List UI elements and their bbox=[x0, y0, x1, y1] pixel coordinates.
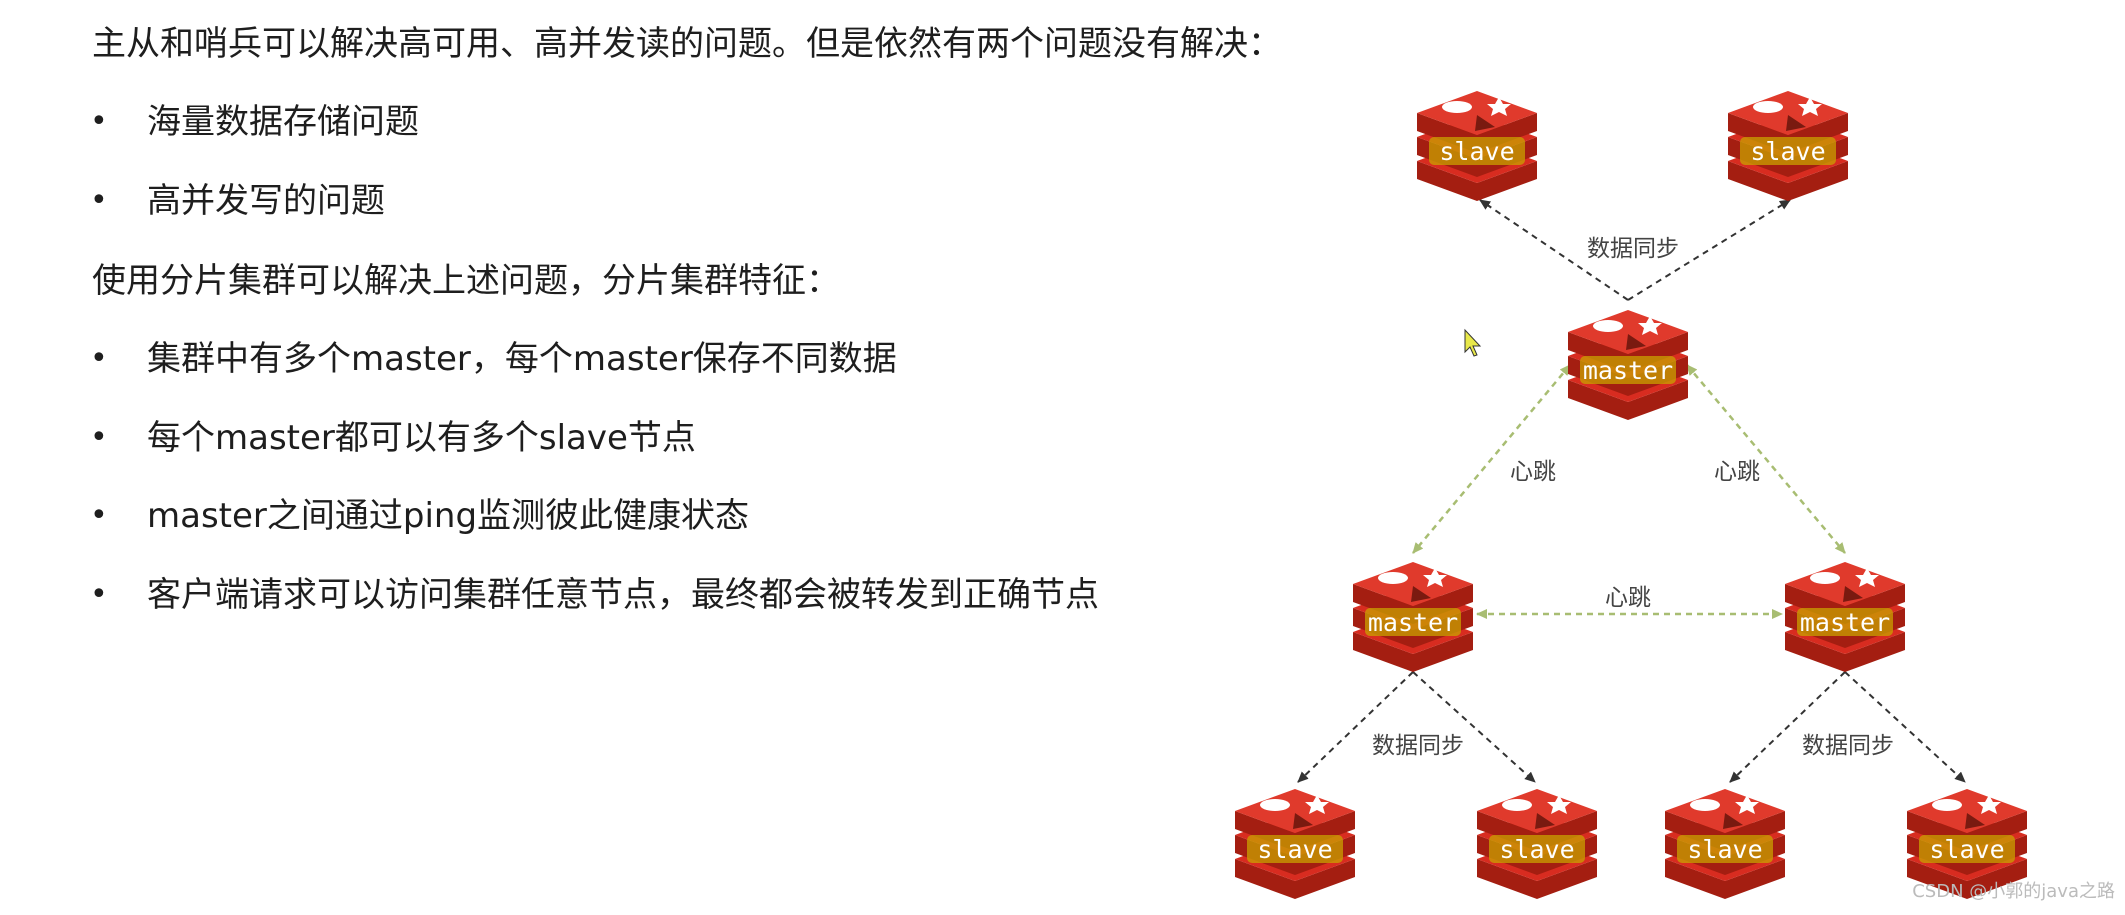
slave-node-bottom-4: slave bbox=[1907, 789, 2027, 899]
sync-edge bbox=[1729, 671, 1846, 783]
node-label: slave bbox=[1750, 137, 1825, 166]
sharding-intro-text: 使用分片集群可以解决上述问题，分片集群特征： bbox=[92, 261, 840, 301]
heartbeat-label: 心跳 bbox=[1605, 585, 1651, 611]
node-label: slave bbox=[1929, 835, 2004, 864]
heartbeat-label: 心跳 bbox=[1510, 459, 1556, 485]
mouse-cursor-icon bbox=[1464, 328, 1482, 357]
feature-item: 客户端请求可以访问集群任意节点，最终都会被转发到正确节点 bbox=[147, 575, 1099, 615]
node-label: slave bbox=[1257, 835, 1332, 864]
bullet-icon: • bbox=[90, 341, 108, 376]
sync-label: 数据同步 bbox=[1372, 733, 1464, 759]
bullet-icon: • bbox=[90, 183, 108, 218]
master-node-bottom-left: master bbox=[1353, 562, 1473, 672]
node-label: slave bbox=[1499, 835, 1574, 864]
sync-edge bbox=[1479, 199, 1629, 301]
node-label: slave bbox=[1439, 137, 1514, 166]
master-node-bottom-right: master bbox=[1785, 562, 1905, 672]
bullet-icon: • bbox=[90, 420, 108, 455]
slave-node-bottom-2: slave bbox=[1477, 789, 1597, 899]
bullet-icon: • bbox=[90, 498, 108, 533]
heartbeat-edge bbox=[1412, 364, 1571, 554]
problem-item: 高并发写的问题 bbox=[147, 181, 385, 221]
slave-node-bottom-1: slave bbox=[1235, 789, 1355, 899]
node-label: slave bbox=[1687, 835, 1762, 864]
master-node-top: master bbox=[1568, 310, 1688, 420]
sync-edge bbox=[1412, 671, 1536, 783]
intro-text: 主从和哨兵可以解决高可用、高并发读的问题。但是依然有两个问题没有解决： bbox=[92, 24, 1282, 64]
slave-node-top-left: slave bbox=[1417, 91, 1537, 201]
watermark: CSDN @小郭的java之路 bbox=[1912, 881, 2115, 902]
problem-item: 海量数据存储问题 bbox=[147, 102, 419, 142]
node-label: master bbox=[1368, 608, 1458, 637]
node-label: master bbox=[1583, 356, 1673, 385]
feature-item: master之间通过ping监测彼此健康状态 bbox=[147, 496, 750, 536]
sync-edge bbox=[1627, 199, 1791, 301]
sync-edge bbox=[1844, 671, 1966, 783]
sync-label: 数据同步 bbox=[1587, 236, 1679, 262]
bullet-icon: • bbox=[90, 577, 108, 612]
node-label: master bbox=[1800, 608, 1890, 637]
sync-edge bbox=[1297, 671, 1414, 783]
sync-label: 数据同步 bbox=[1802, 733, 1894, 759]
slave-node-top-right: slave bbox=[1728, 91, 1848, 201]
feature-item: 每个master都可以有多个slave节点 bbox=[147, 418, 696, 458]
heartbeat-edge bbox=[1686, 364, 1846, 554]
slave-node-bottom-3: slave bbox=[1665, 789, 1785, 899]
feature-item: 集群中有多个master，每个master保存不同数据 bbox=[147, 339, 897, 379]
heartbeat-label: 心跳 bbox=[1714, 459, 1760, 485]
text-panel: 主从和哨兵可以解决高可用、高并发读的问题。但是依然有两个问题没有解决： • 海量… bbox=[90, 24, 1282, 615]
bullet-icon: • bbox=[90, 104, 108, 139]
